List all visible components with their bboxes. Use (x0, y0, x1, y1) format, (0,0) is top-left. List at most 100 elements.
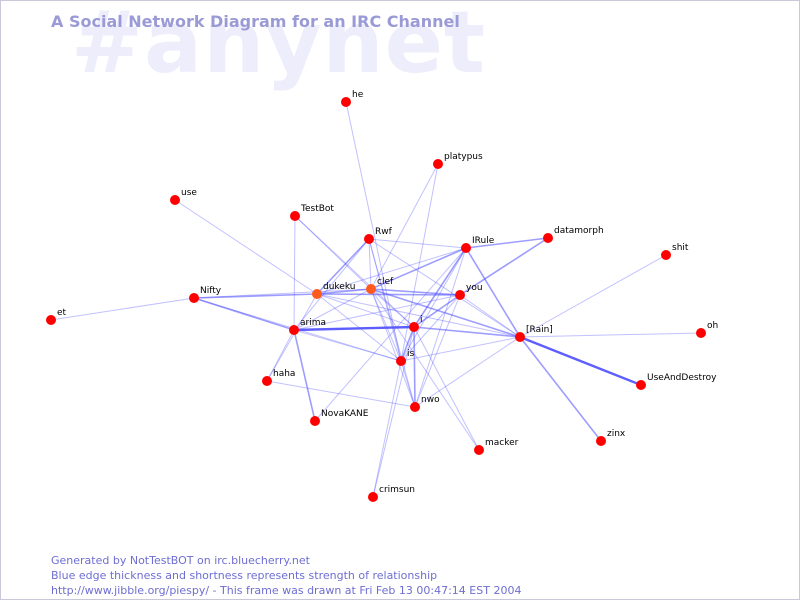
edge-Nifty-et (50, 297, 195, 321)
footer-generated-by: Generated by NotTestBOT on irc.bluecherr… (51, 554, 310, 567)
node-NovaKANE: NovaKANE (310, 409, 369, 426)
edge-TestBot-clef (294, 215, 372, 290)
node-dot-macker (474, 445, 484, 455)
node-dot-clef (366, 284, 376, 294)
edge-platypus-clef (370, 163, 439, 290)
node-dot-IRule (461, 243, 471, 253)
edge-IRule-NovaKANE (314, 247, 467, 422)
edge-i-Rain (413, 326, 521, 338)
node-datamorph: datamorph (543, 226, 604, 243)
edge-Rwf-is (368, 238, 402, 362)
node-dot-TestBot (290, 211, 300, 221)
node-label-clef: clef (377, 277, 394, 287)
edge-IRule-datamorph (465, 237, 549, 249)
node-dot-Nifty (189, 293, 199, 303)
node-dot-i (409, 322, 419, 332)
edge-dukeku-i (316, 293, 415, 328)
edge-haha-nwo (266, 380, 416, 408)
edge-Rwf-Rain (368, 238, 521, 338)
node-label-oh: oh (707, 321, 718, 331)
edge-Nifty-dukeku (193, 293, 318, 299)
node-label-arima: arima (300, 318, 326, 328)
node-label-Rain: [Rain] (526, 325, 553, 335)
edge-he-is (345, 101, 402, 362)
node-is: is (396, 349, 415, 366)
node-zinx: zinx (596, 429, 626, 446)
node-dukeku: dukeku (312, 282, 355, 299)
edge-clef-you (370, 288, 461, 296)
node-label-shit: shit (672, 243, 689, 253)
edge-clef-is (370, 288, 402, 362)
node-dot-is (396, 356, 406, 366)
edge-i-macker (413, 326, 480, 451)
node-arima: arima (289, 318, 326, 335)
node-crimsun: crimsun (368, 485, 415, 502)
edge-i-crimsun (372, 326, 415, 498)
diagram-title: A Social Network Diagram for an IRC Chan… (51, 12, 460, 31)
edge-IRule-clef (370, 247, 467, 290)
edge-you-nwo (414, 294, 461, 408)
edge-Rwf-arima (293, 238, 370, 331)
node-Nifty: Nifty (189, 286, 222, 303)
node-et: et (46, 308, 67, 325)
node-label-NovaKANE: NovaKANE (321, 409, 369, 419)
edge-IRule-Rain (465, 247, 521, 338)
node-dot-nwo (410, 402, 420, 412)
node-dot-et (46, 315, 56, 325)
edge-arima-haha (266, 329, 295, 382)
edge-IRule-dukeku (316, 247, 467, 295)
edge-arima-i (293, 325, 415, 332)
node-i: i (409, 315, 423, 332)
node-layer: heplatypususeTestBotRwfIRuledatamorphshi… (46, 90, 718, 502)
edge-shit-Rain (519, 254, 667, 338)
node-nwo: nwo (410, 395, 440, 412)
edge-dukeku-clef (316, 288, 372, 295)
node-UseAndDestroy: UseAndDestroy (636, 373, 717, 390)
node-use: use (170, 188, 197, 205)
edge-arima-NovaKANE (293, 329, 316, 422)
edge-use-dukeku (174, 199, 318, 295)
node-he: he (341, 90, 364, 107)
node-dot-haha (262, 376, 272, 386)
footer-credit-link: http://www.jibble.org/piespy/ - This fra… (51, 584, 522, 597)
edge-IRule-is (400, 247, 467, 362)
node-oh: oh (696, 321, 718, 338)
node-Rain: [Rain] (515, 325, 553, 342)
node-label-is: is (407, 349, 415, 359)
edge-i-nwo (413, 326, 416, 408)
node-dot-crimsun (368, 492, 378, 502)
edge-TestBot-i (294, 215, 415, 328)
node-label-zinx: zinx (607, 429, 626, 439)
edge-you-Rain (459, 294, 521, 338)
edge-Rain-zinx (519, 336, 602, 442)
edge-Rwf-nwo (368, 238, 416, 408)
node-dot-datamorph (543, 233, 553, 243)
node-dot-he (341, 97, 351, 107)
node-Rwf: Rwf (364, 227, 393, 244)
edge-clef-Rain (370, 288, 521, 338)
node-dot-NovaKANE (310, 416, 320, 426)
node-label-he: he (352, 90, 364, 100)
node-label-UseAndDestroy: UseAndDestroy (647, 373, 717, 383)
edge-IRule-i (413, 247, 467, 328)
node-macker: macker (474, 438, 519, 455)
node-you: you (455, 283, 483, 300)
node-label-dukeku: dukeku (323, 282, 355, 292)
node-clef: clef (366, 277, 394, 294)
node-label-IRule: IRule (472, 236, 495, 246)
node-dot-zinx (596, 436, 606, 446)
node-label-macker: macker (485, 438, 519, 448)
edge-Nifty-arima (193, 297, 295, 331)
node-label-et: et (57, 308, 67, 318)
edge-layer (50, 101, 702, 498)
edge-Rain-is (400, 336, 521, 362)
edge-Rwf-clef (368, 238, 372, 290)
edge-dukeku-Rain (316, 293, 521, 338)
node-dot-oh (696, 328, 706, 338)
edge-Rwf-dukeku (316, 238, 370, 295)
edge-is-nwo (400, 360, 416, 408)
node-dot-arima (289, 325, 299, 335)
node-dot-use (170, 195, 180, 205)
